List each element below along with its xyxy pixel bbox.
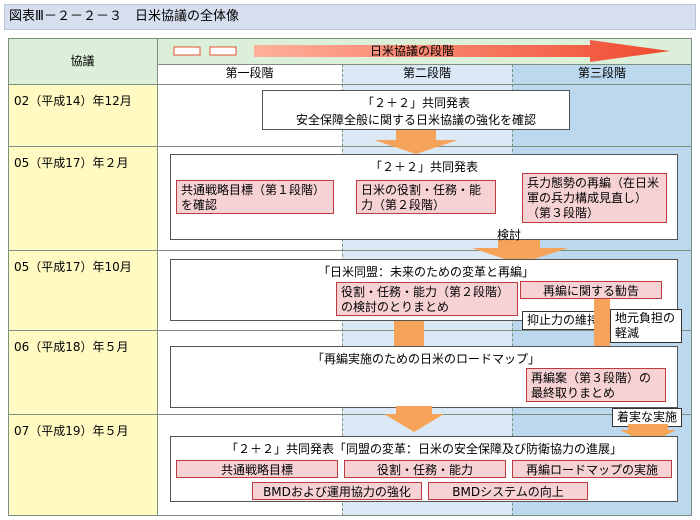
row4-heading: 「再編実施のための日米のロードマップ」 <box>312 352 541 366</box>
down-arrow-orange <box>384 406 444 432</box>
row2-item-common-goals: 共通戦略目標（第１段階）を確認 <box>176 180 334 214</box>
row3-heading: 「日米同盟：未来のための変革と再編」 <box>318 265 535 279</box>
row5-heading: 「２＋２」共同発表「同盟の変革：日米の安全保障及び防衛協力の進展」 <box>225 442 622 456</box>
grid-line <box>157 38 158 516</box>
grid-line <box>8 250 692 251</box>
stage-progress-arrow <box>173 40 670 62</box>
row3-item-realignment-recommendation: 再編に関する勧告 <box>520 281 662 299</box>
header-dankai-label: 日米協議の段階 <box>370 44 455 58</box>
row-date: 05（平成17）年10月 <box>14 260 132 274</box>
table-frame <box>8 38 692 516</box>
stage3-label: 第三段階 <box>577 66 626 80</box>
row5-item-bmd-system: BMDシステムの向上 <box>428 482 588 500</box>
row3-item-roles-summary: 役割・任務・能力（第２段階）の検討のとりまとめ <box>336 282 518 316</box>
down-arrow-orange <box>394 321 424 347</box>
row2-item-force-posture: 兵力態勢の再編（在日米軍の兵力構成見直し）（第３段階） <box>522 173 667 223</box>
tag-deterrence: 抑止力の維持 <box>522 311 605 330</box>
row-date: 02（平成14）年12月 <box>14 94 132 108</box>
row5-item-roles: 役割・任務・能力 <box>344 460 506 478</box>
row5-item-roadmap: 再編ロードマップの実施 <box>512 460 672 478</box>
kentou-label: 検討 <box>497 228 522 242</box>
down-arrow-orange <box>374 130 458 154</box>
down-arrow-orange <box>472 240 568 264</box>
row2-heading: 「２＋２」共同発表 <box>369 160 478 174</box>
header-kyougi-label: 協議 <box>70 54 95 68</box>
header-kyougi-cell: 協議 <box>8 38 157 84</box>
tag-local-burden: 地元負担の軽減 <box>610 309 682 343</box>
row5-item-bmd-ops: BMDおよび運用協力の強化 <box>252 482 422 500</box>
figure-title: 図表Ⅲ－２－２－３ 日米協議の全体像 <box>4 4 696 30</box>
row-date: 07（平成19）年５月 <box>14 424 129 438</box>
row-date: 05（平成17）年２月 <box>14 156 129 170</box>
row5-item-common-goals: 共通戦略目標 <box>176 460 338 478</box>
date-column-bg <box>8 84 157 516</box>
stage1-label: 第一段階 <box>225 66 274 80</box>
grid-line <box>8 330 692 331</box>
row4-item-final-plan: 再編案（第３段階）の最終取りまとめ <box>526 368 666 402</box>
chakujitsu-label: 着実な実施 <box>612 408 683 427</box>
row2-item-roles: 日米の役割・任務・能力（第２段階） <box>356 180 496 214</box>
row1-box <box>262 90 570 130</box>
stage2-label: 第二段階 <box>402 66 451 80</box>
down-arrow-orange <box>620 424 676 444</box>
grid-line <box>157 64 692 65</box>
grid-line <box>8 414 692 415</box>
row-date: 06（平成18）年５月 <box>14 340 129 354</box>
row1-body: 安全保障全般に関する日米協議の強化を確認 <box>295 113 536 127</box>
grid-line <box>8 146 692 147</box>
grid-line <box>8 84 692 85</box>
row1-heading: 「２＋２」共同発表 <box>361 96 470 110</box>
